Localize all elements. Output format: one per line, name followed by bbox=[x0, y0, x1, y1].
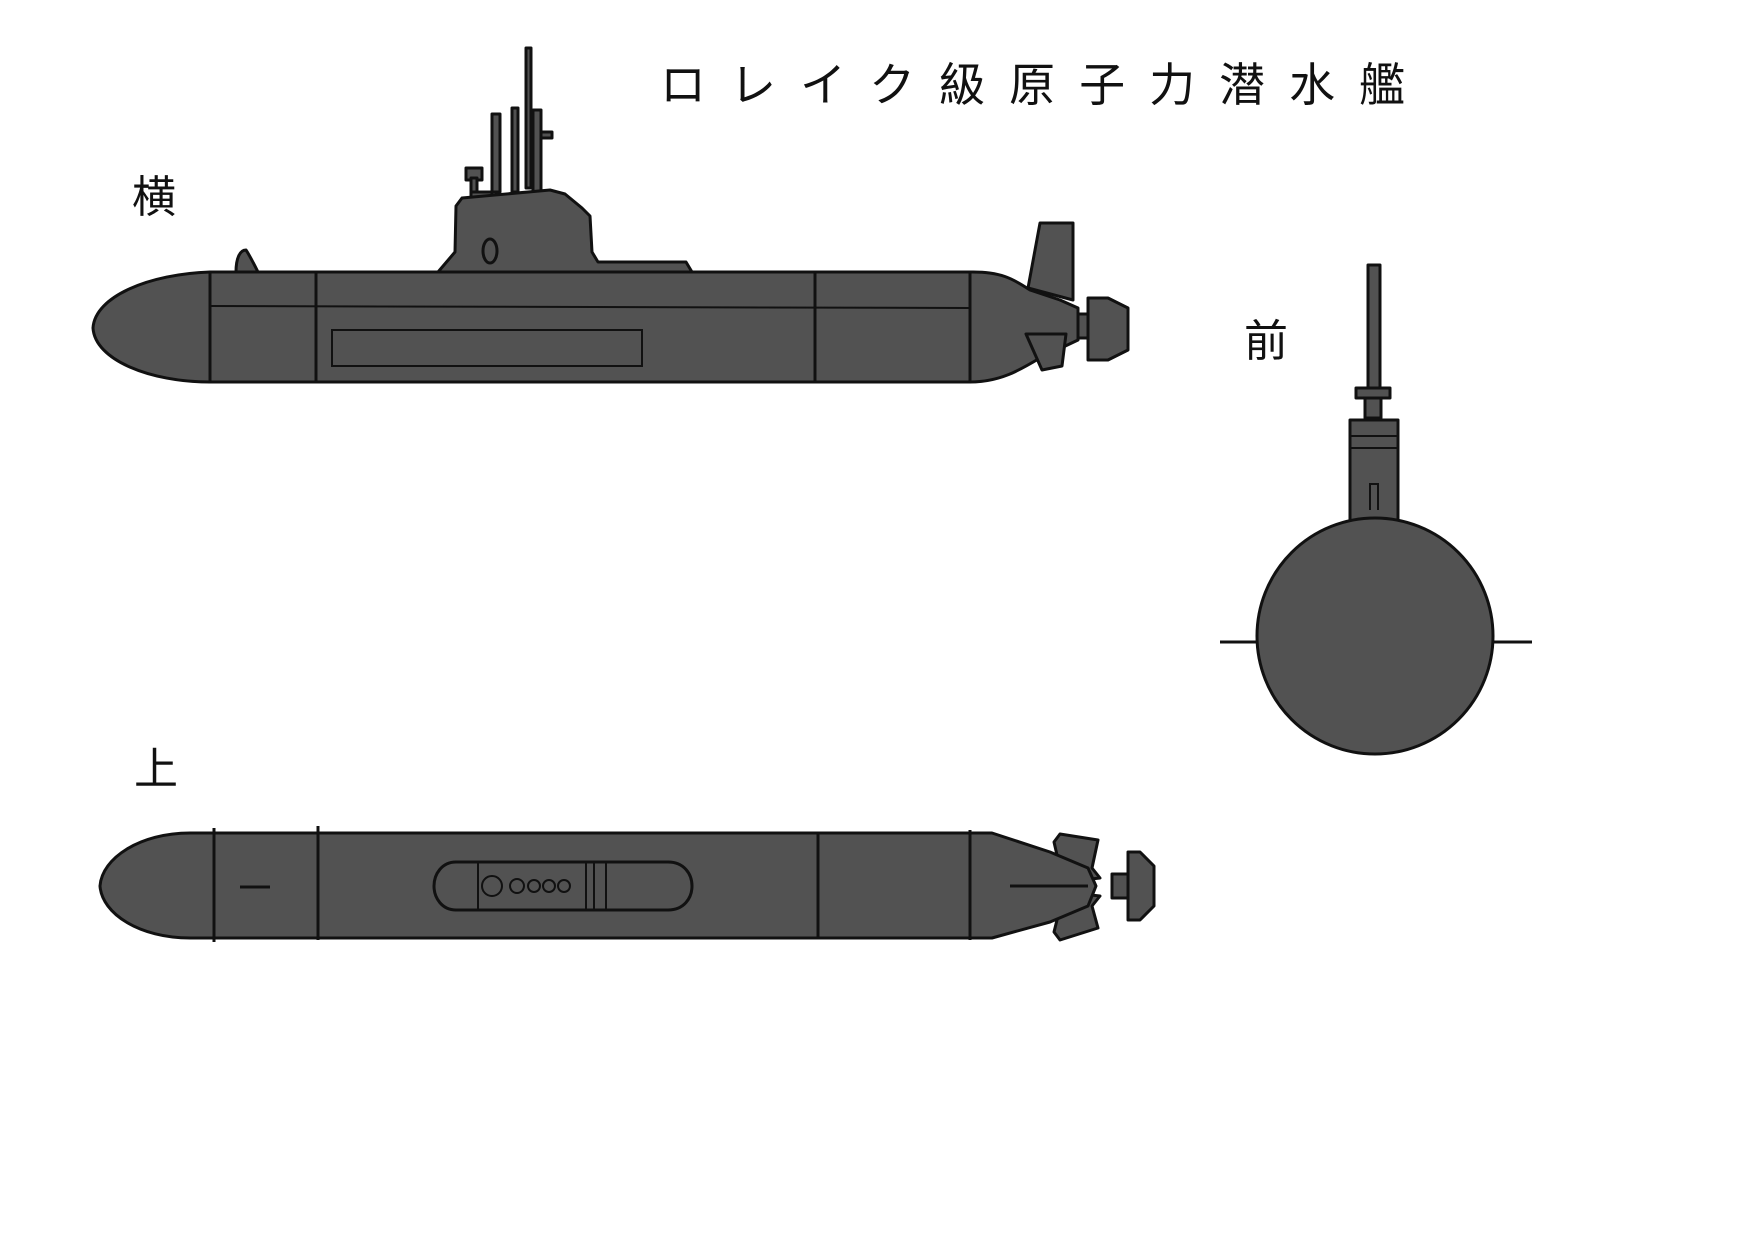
drawing-title: ロレイク級原子力潜水艦 bbox=[660, 58, 1430, 112]
side-mast-3 bbox=[531, 108, 543, 194]
side-sail-hatch bbox=[481, 237, 499, 265]
top-mast-circle-4 bbox=[542, 879, 556, 893]
top-propeller bbox=[1126, 850, 1156, 922]
front-hull bbox=[1255, 516, 1495, 756]
top-mast-circle-2 bbox=[509, 878, 525, 894]
top-sail bbox=[432, 860, 694, 912]
front-view bbox=[1220, 263, 1532, 756]
top-view bbox=[98, 826, 1156, 942]
front-periscope-stem bbox=[1363, 396, 1383, 420]
side-hull bbox=[91, 270, 1080, 384]
side-sail bbox=[436, 188, 694, 274]
front-view-label: 前 bbox=[1244, 316, 1288, 367]
front-sail-hatch bbox=[1369, 483, 1379, 510]
side-hull-panel bbox=[331, 329, 643, 367]
side-bow-fin bbox=[234, 248, 260, 274]
side-stern-plane bbox=[1024, 332, 1068, 372]
side-rudder bbox=[1026, 221, 1075, 302]
side-mast-tall bbox=[524, 46, 533, 190]
top-mast-circle-1 bbox=[481, 875, 503, 897]
top-mast-circle-5 bbox=[557, 879, 571, 893]
top-view-label: 上 bbox=[134, 744, 178, 795]
side-mast-hook bbox=[539, 130, 554, 140]
front-mast bbox=[1366, 263, 1382, 397]
side-view bbox=[91, 46, 1130, 384]
side-propeller bbox=[1086, 296, 1130, 362]
side-mast-1 bbox=[490, 112, 502, 194]
side-view-label: 横 bbox=[132, 172, 176, 223]
side-mast-2 bbox=[510, 106, 520, 194]
top-mast-circle-3 bbox=[527, 879, 541, 893]
side-deck-line bbox=[209, 305, 971, 309]
